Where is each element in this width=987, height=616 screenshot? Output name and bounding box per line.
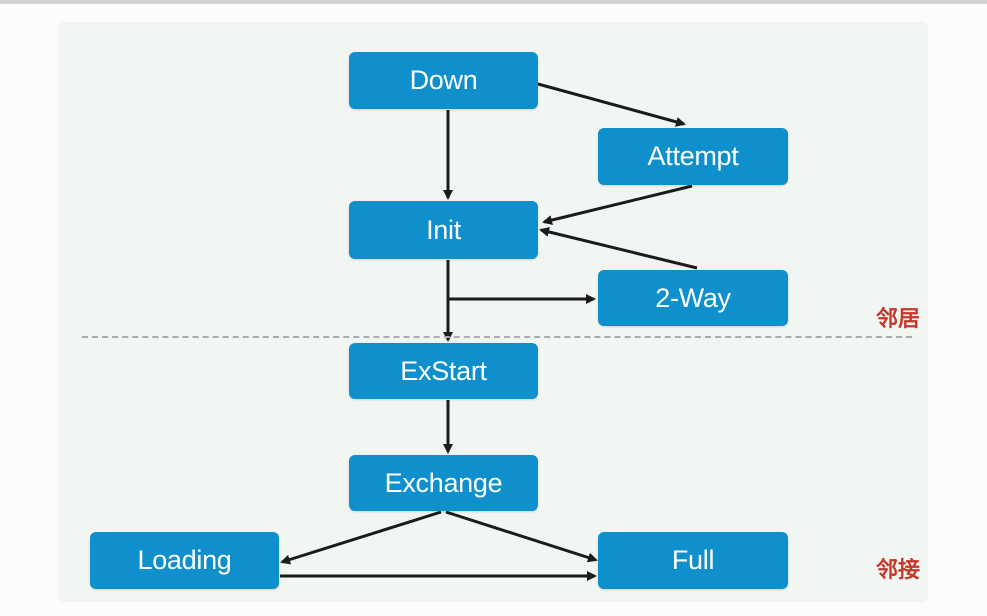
state-exstart: ExStart [349,343,538,399]
arrow-exchange-to-loading [280,510,442,565]
arrow-attempt-to-init [542,184,693,225]
state-init: Init [349,201,538,259]
arrow-2way-to-init [539,227,698,270]
top-border [0,0,987,4]
arrow-exchange-to-full [445,510,598,563]
arrow-down-to-attempt [537,82,686,127]
zone-label-adjacency: 邻接 [876,557,921,583]
state-loading: Loading [90,532,279,589]
state-full: Full [598,532,788,589]
state-down: Down [349,52,538,109]
neighbor-adjacency-divider [82,336,912,338]
state-attempt: Attempt [598,128,788,185]
state-2way: 2-Way [598,270,788,326]
zone-label-neighbor: 邻居 [876,306,921,332]
state-exchange: Exchange [349,455,538,511]
